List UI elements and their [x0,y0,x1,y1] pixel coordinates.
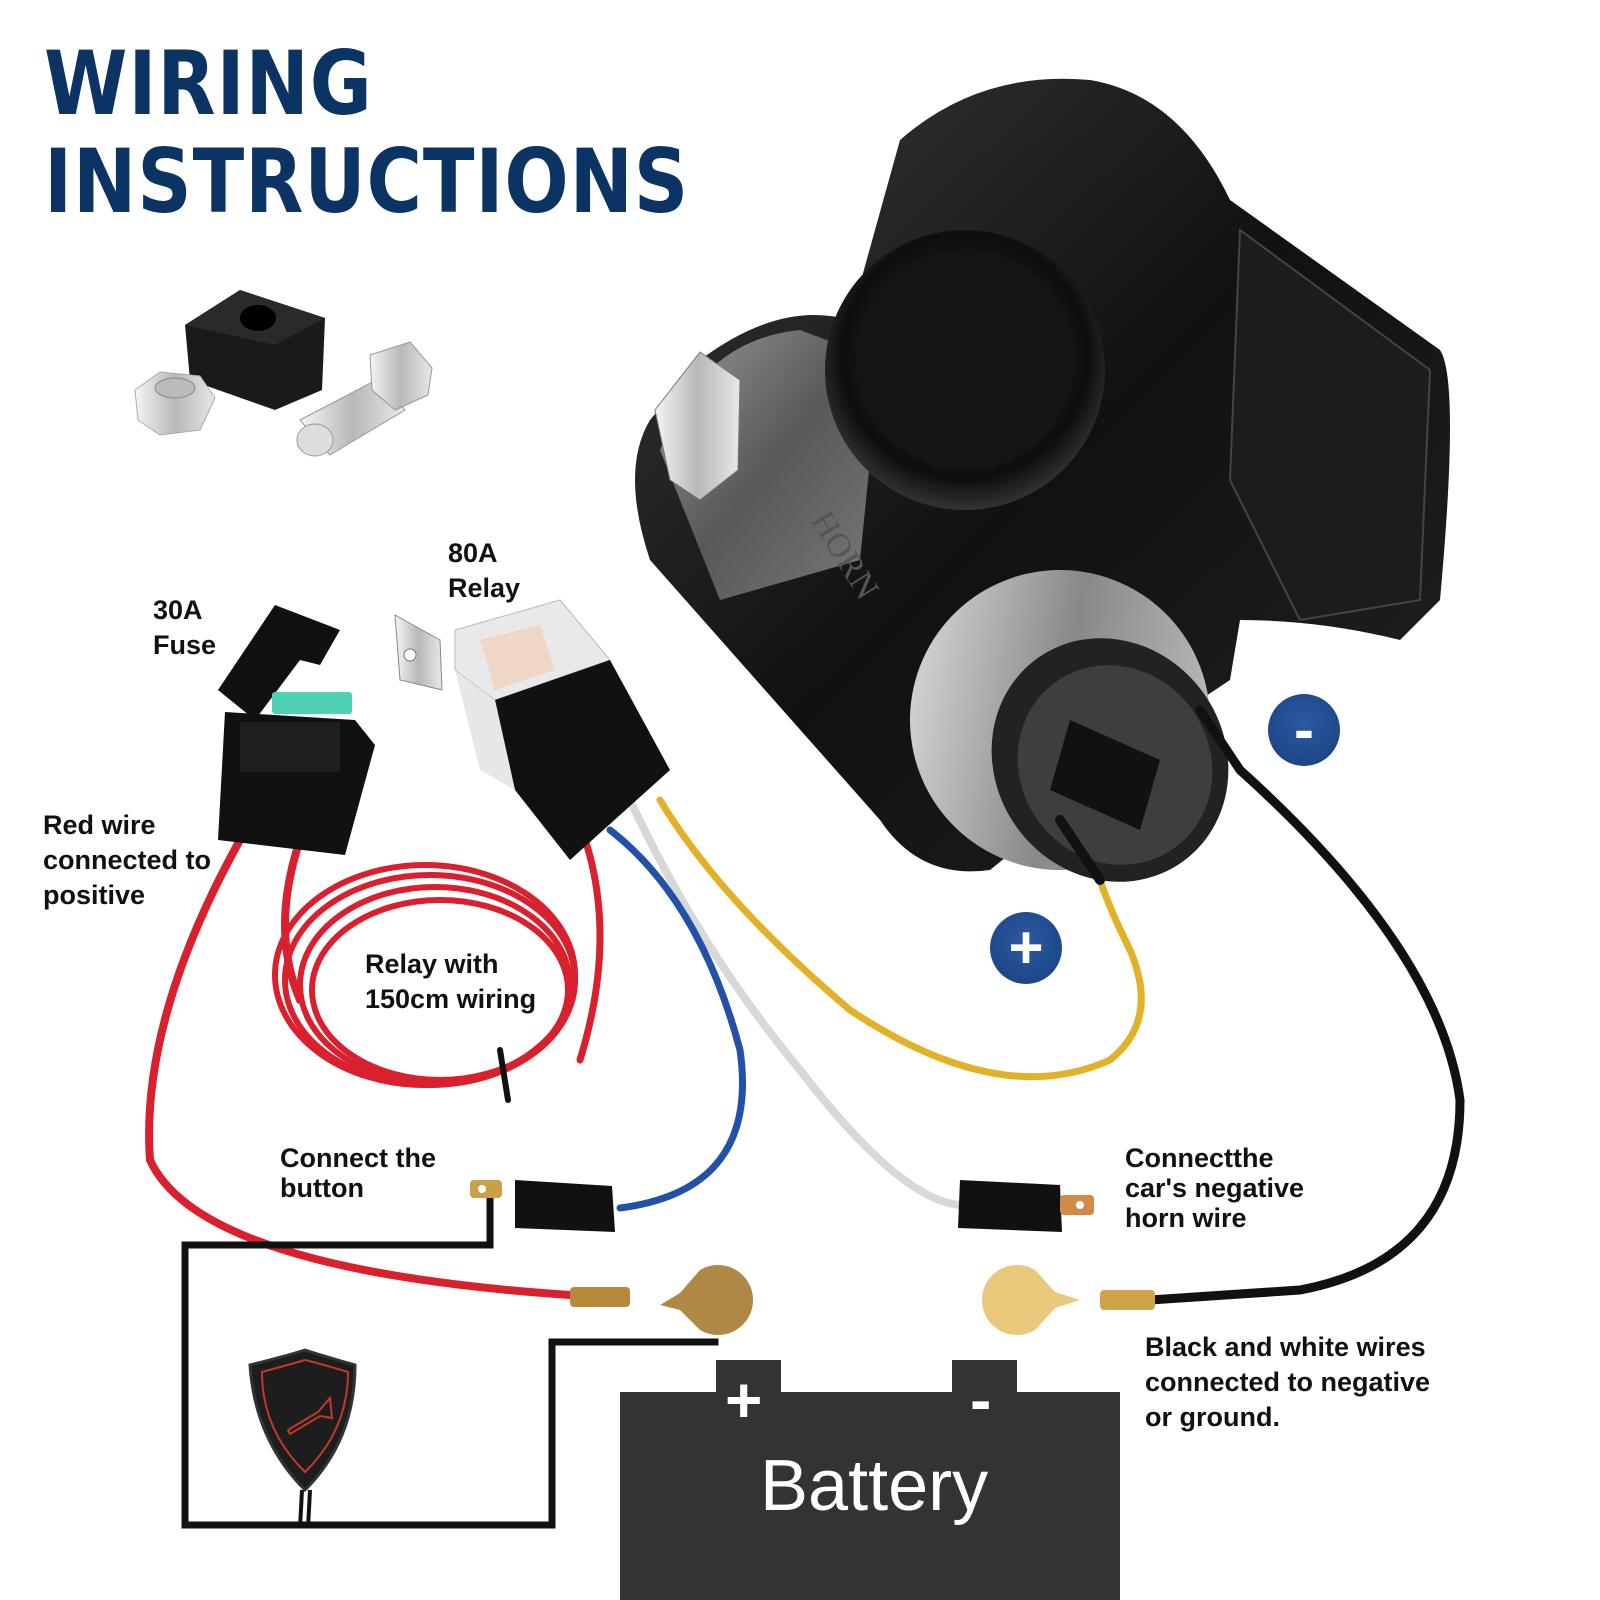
hex-bolt-icon [296,341,433,457]
battery-positive-terminal: + [725,1364,763,1436]
battery-circuit-line [301,1338,719,1529]
positive-badge: + [990,912,1062,984]
title-line-1: WIRING [44,32,373,135]
fuse-holder [218,605,375,855]
battery-label: Battery [760,1446,989,1526]
red-wire-positive [145,836,574,1299]
red-wire-relay [576,821,604,1064]
fuse-blade [272,692,352,714]
relay-label: 80A Relay [448,538,521,603]
relay-wiring-label: Relay with 150cm wiring [365,949,537,1014]
button-spade-connector [470,1180,615,1232]
mount-accessories [134,290,433,457]
connect-button-label: Connect the button [280,1143,437,1203]
red-wire-label: Red wire connected to positive [43,810,212,910]
rubber-mount-block [185,290,325,410]
negative-ring-terminal [981,1265,1155,1335]
connect-negative-horn-label: Connectthe car's negative horn wire [1125,1143,1305,1233]
button-circuit-line [181,1191,494,1529]
air-horn: HORN [635,78,1450,882]
horn-button[interactable] [248,1348,357,1529]
title-line-2: INSTRUCTIONS [44,130,690,233]
ground-wires-label: Black and white wires connected to negat… [1145,1332,1431,1432]
hex-nut-icon [134,371,216,436]
positive-ring-terminal [570,1265,754,1335]
trumpet-horn-icon [286,1395,334,1436]
blue-wire [606,826,746,1212]
negative-badge: - [1268,694,1340,766]
horn-negative-spade-connector [958,1180,1094,1232]
relay [394,599,670,860]
battery [620,1360,1120,1600]
red-wire-coil [272,862,578,1088]
black-wire [1145,705,1465,1305]
yellow-wire [656,796,1145,1081]
battery-negative-terminal: - [970,1364,992,1436]
fuse-label: 30A Fuse [153,595,217,660]
white-wire [626,796,964,1209]
